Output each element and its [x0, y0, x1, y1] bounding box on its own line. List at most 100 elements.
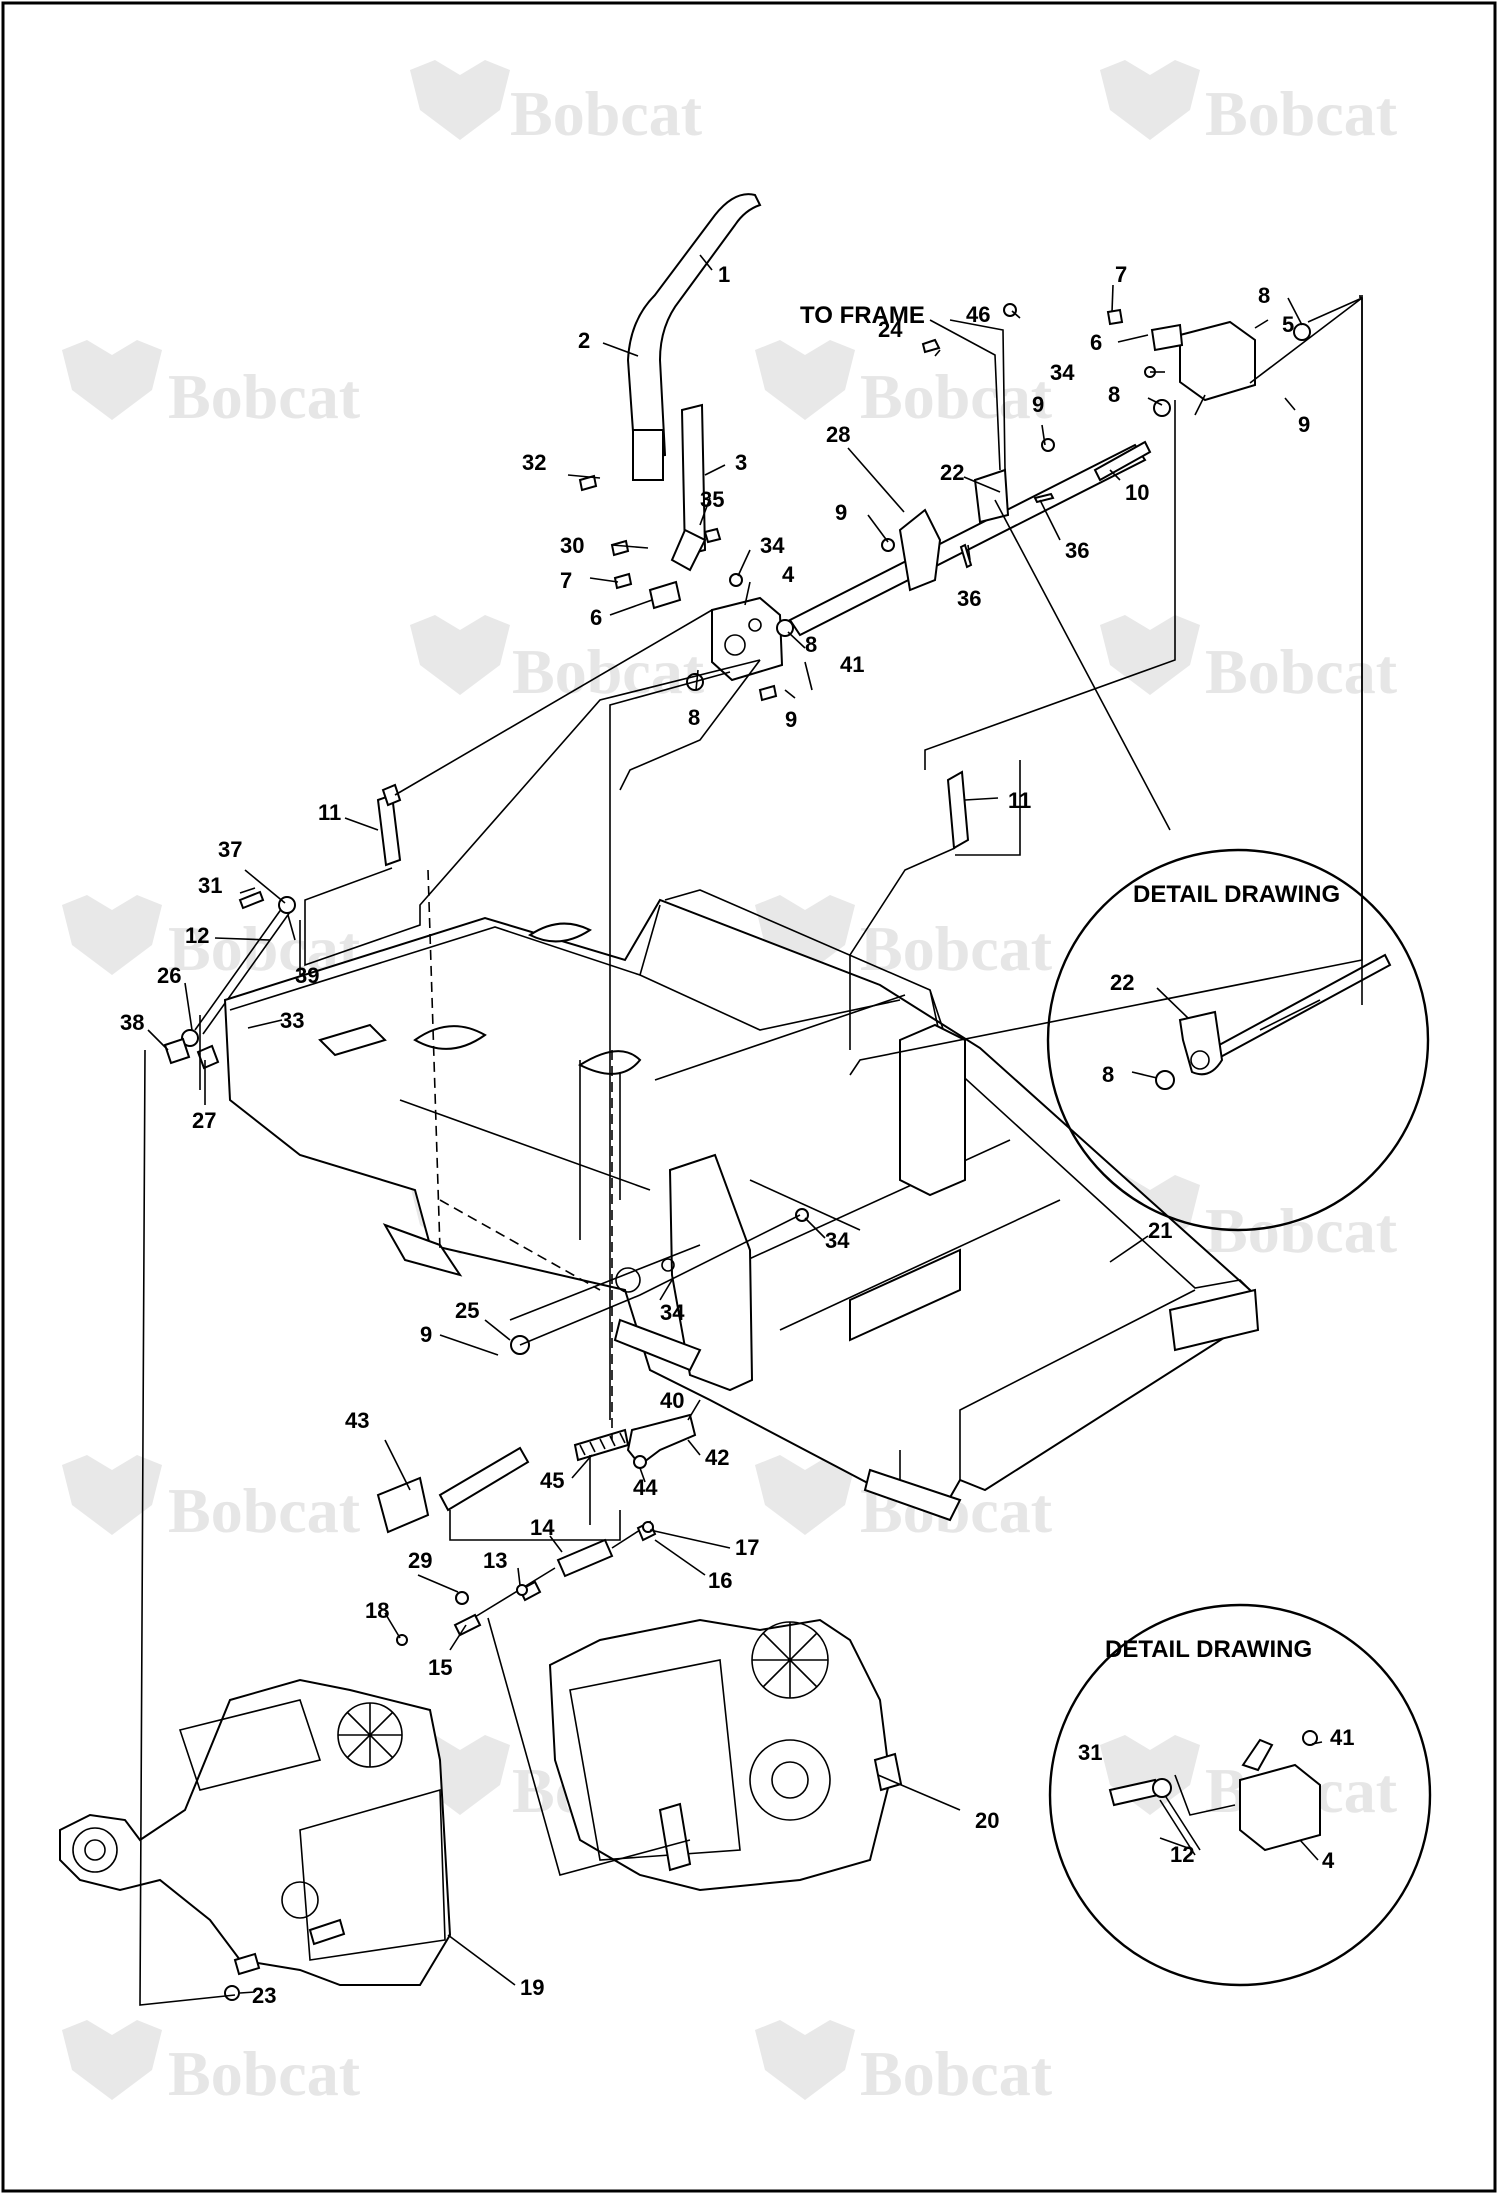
pivot-arm: [898, 508, 942, 592]
pivot-bracket-left: [711, 596, 784, 682]
callout-14: 14: [530, 1515, 555, 1540]
detail-label: 4: [1322, 1848, 1335, 1873]
callout-34: 34: [760, 533, 785, 558]
callout-36: 36: [1065, 538, 1089, 563]
main-frame: [223, 889, 1260, 1522]
callout-34: 34: [1050, 360, 1075, 385]
callout-28: 28: [826, 422, 850, 447]
callout-37: 37: [218, 837, 242, 862]
callout-8: 8: [805, 632, 817, 657]
callout-27: 27: [192, 1108, 216, 1133]
watermark-text: Bobcat: [512, 636, 705, 707]
callout-40: 40: [660, 1388, 684, 1413]
callout-34: 34: [660, 1300, 685, 1325]
callout-43: 43: [345, 1408, 369, 1433]
callout-4: 4: [782, 562, 795, 587]
watermark-logo: [410, 60, 510, 140]
callout-24: 24: [878, 317, 903, 342]
callout-11: 11: [318, 800, 341, 825]
callout-42: 42: [705, 1445, 729, 1470]
callout-36: 36: [957, 586, 981, 611]
watermark-logo: [62, 340, 162, 420]
watermark-logo: [755, 340, 855, 420]
watermark-logo: [410, 615, 510, 695]
watermark-logo: [755, 1455, 855, 1535]
callout-23: 23: [252, 1983, 276, 2008]
callout-19: 19: [520, 1975, 544, 2000]
callout-26: 26: [157, 963, 181, 988]
callout-18: 18: [365, 1598, 389, 1623]
detail-label: 12: [1170, 1842, 1194, 1867]
pivot-tube: [376, 1446, 530, 1534]
transaxle-left: [59, 1678, 452, 2001]
callout-25: 25: [455, 1298, 479, 1323]
callout-6: 6: [1090, 330, 1102, 355]
linkage-rod: [163, 890, 296, 1070]
callout-9: 9: [420, 1322, 432, 1347]
detail-label: 31: [1078, 1740, 1102, 1765]
watermark-text: Bobcat: [860, 361, 1053, 432]
callout-46: 46: [966, 302, 990, 327]
callout-21: 21: [1148, 1218, 1172, 1243]
watermark-text: Bobcat: [168, 2038, 361, 2109]
callout-7: 7: [1115, 262, 1127, 287]
callout-6: 6: [590, 605, 602, 630]
spring-bracket: [626, 1413, 697, 1469]
detail-label: 22: [1110, 970, 1134, 995]
callout-3: 3: [735, 450, 747, 475]
callout-29: 29: [408, 1548, 432, 1573]
watermark-text: Bobcat: [860, 913, 1053, 984]
control-shaft: [788, 440, 1152, 637]
callout-9: 9: [785, 707, 797, 732]
detail-drawing-bottom: DETAIL DRAWING 31 41 12 4: [1048, 1603, 1432, 1987]
callout-2: 2: [578, 328, 590, 353]
connector-lines: [139, 295, 1363, 2006]
callout-8: 8: [1258, 283, 1270, 308]
callout-32: 32: [522, 450, 546, 475]
callout-9: 9: [1032, 392, 1044, 417]
watermark-text: Bobcat: [168, 361, 361, 432]
callout-31: 31: [198, 873, 222, 898]
callout-38: 38: [120, 1010, 144, 1035]
pivot-bracket-right: [1150, 320, 1256, 402]
detail-label: 8: [1102, 1062, 1114, 1087]
watermark-text: Bobcat: [168, 1475, 361, 1546]
callout-30: 30: [560, 533, 584, 558]
callout-1: 1: [718, 262, 730, 287]
watermark-text: Bobcat: [1205, 636, 1398, 707]
callout-39: 39: [295, 963, 319, 988]
callout-12: 12: [185, 923, 209, 948]
watermark-logo: [755, 2020, 855, 2100]
callout-11: 11: [1008, 788, 1031, 813]
to-frame-label: TO FRAME: [800, 302, 925, 329]
gas-spring-left: [376, 783, 402, 867]
detail-label: 41: [1330, 1725, 1354, 1750]
callout-labels: 1 2 32 3 35 30 34 7 4 6 8 41 8 9 28 9 22…: [120, 262, 1310, 2008]
callout-34: 34: [825, 1228, 850, 1253]
callout-45: 45: [540, 1468, 564, 1493]
callout-8: 8: [1108, 382, 1120, 407]
watermark-logo: [1100, 60, 1200, 140]
detail-title: DETAIL DRAWING: [1105, 1636, 1312, 1663]
callout-9: 9: [835, 500, 847, 525]
callout-17: 17: [735, 1535, 759, 1560]
detail-title: DETAIL DRAWING: [1133, 881, 1340, 908]
leader-lines: [147, 254, 1303, 1994]
callout-13: 13: [483, 1548, 507, 1573]
callout-22: 22: [940, 460, 964, 485]
watermark-logo: [62, 2020, 162, 2100]
transaxle-right: [548, 1618, 903, 1892]
callout-33: 33: [280, 1008, 304, 1033]
callout-41: 41: [840, 652, 864, 677]
callout-44: 44: [633, 1475, 658, 1500]
watermark-layer: Bobcat Bobcat Bobcat Bobcat Bobcat Bobca…: [62, 60, 1398, 2109]
callout-15: 15: [428, 1655, 452, 1680]
watermark-text: Bobcat: [510, 78, 703, 149]
watermark-logo: [62, 895, 162, 975]
callout-10: 10: [1125, 480, 1149, 505]
callout-16: 16: [708, 1568, 732, 1593]
callout-35: 35: [700, 487, 724, 512]
gas-spring-right: [946, 770, 970, 850]
cable-assembly: [396, 1520, 657, 1646]
